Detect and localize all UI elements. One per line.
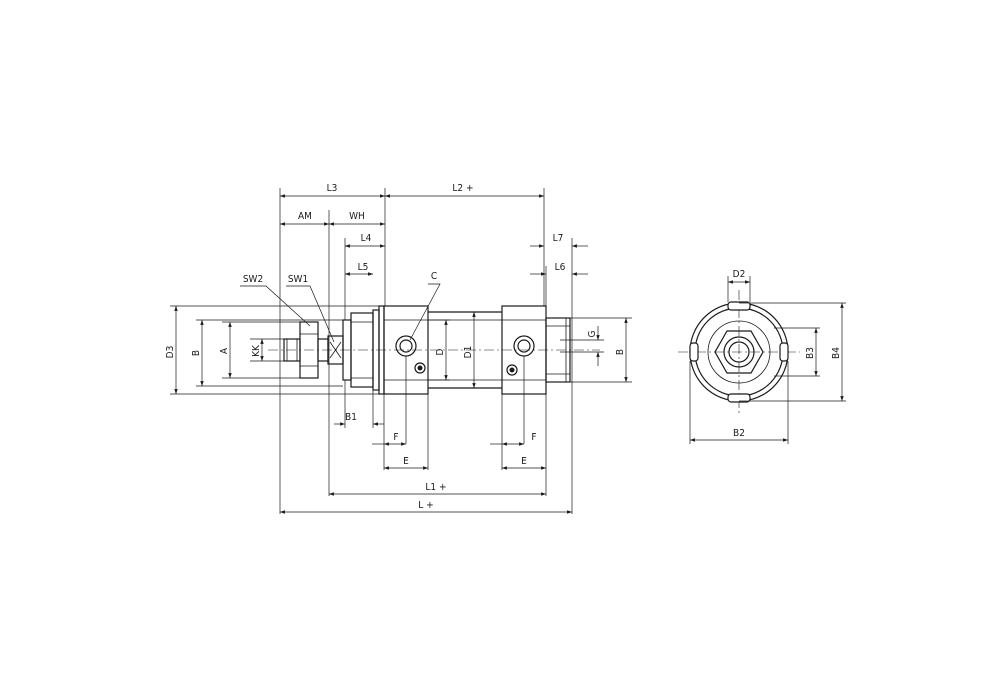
dim-label-B-right: B — [615, 349, 626, 355]
end-view: D2 B2 B3 B4 — [678, 269, 846, 444]
dim-label-KK: KK — [251, 344, 262, 357]
dim-label-C: C — [431, 271, 437, 282]
dim-label-E-left: E — [403, 456, 409, 467]
side-view-labels: L3 L2 + AM WH L4 L5 L7 L6 C SW2 SW1 D3 B… — [165, 183, 626, 511]
dim-label-D1: D1 — [463, 346, 474, 359]
dim-label-B4: B4 — [831, 347, 842, 359]
end-view-body — [689, 301, 789, 403]
dim-label-B1: B1 — [345, 412, 357, 423]
dim-label-D: D — [435, 348, 446, 355]
dim-label-SW2: SW2 — [243, 274, 263, 285]
dim-label-L4: L4 — [361, 233, 372, 244]
dim-label-G: G — [587, 330, 598, 337]
dim-label-D2: D2 — [733, 269, 746, 280]
dim-label-L7: L7 — [553, 233, 564, 244]
dim-label-B2: B2 — [733, 428, 745, 439]
side-view: L3 L2 + AM WH L4 L5 L7 L6 C SW2 SW1 D3 B… — [165, 183, 632, 514]
rod-end — [283, 321, 344, 379]
dim-label-L2: L2 + — [452, 183, 473, 194]
dim-label-D3: D3 — [165, 346, 176, 359]
dim-label-E-right: E — [521, 456, 527, 467]
dim-label-L5: L5 — [358, 262, 369, 273]
dim-label-L6: L6 — [555, 262, 566, 273]
dim-label-L1: L1 + — [425, 482, 446, 493]
dim-label-B-left: B — [191, 350, 202, 356]
dim-label-WH: WH — [349, 211, 365, 222]
end-view-dimensions — [689, 276, 846, 444]
end-view-labels: D2 B2 B3 B4 — [733, 269, 842, 439]
dim-label-A: A — [219, 347, 230, 354]
dim-label-L3: L3 — [327, 183, 338, 194]
dim-label-F-right: F — [531, 432, 536, 443]
dimension-lines — [174, 194, 628, 514]
dim-label-AM: AM — [298, 211, 312, 222]
dim-label-L: L + — [418, 500, 433, 511]
rear-cover — [545, 317, 571, 383]
dim-label-F-left: F — [393, 432, 398, 443]
dim-label-B3: B3 — [805, 347, 816, 359]
dim-label-SW1: SW1 — [288, 274, 308, 285]
front-cover — [342, 305, 385, 395]
